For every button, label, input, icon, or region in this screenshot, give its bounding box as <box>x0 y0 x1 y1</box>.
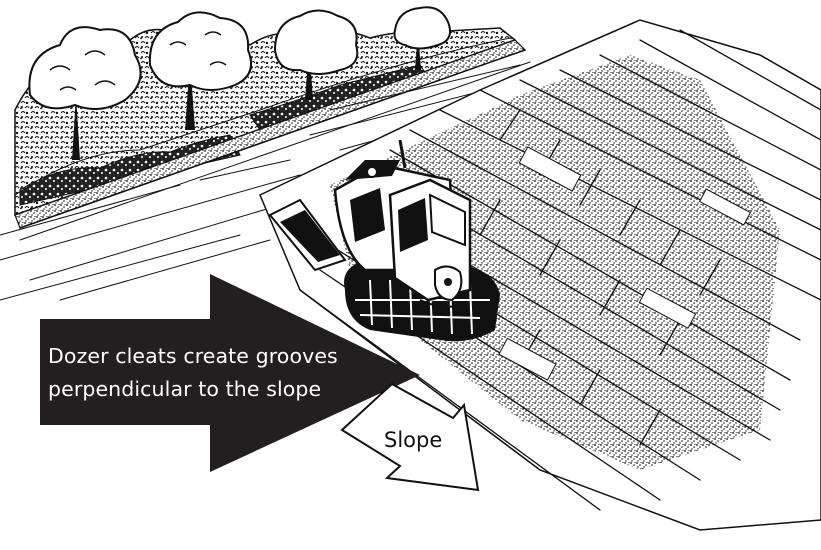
callout-text-line1: Dozer cleats create grooves <box>48 344 338 368</box>
slope-label: Slope <box>384 428 442 452</box>
callout-text-line2: perpendicular to the slope <box>48 377 321 401</box>
